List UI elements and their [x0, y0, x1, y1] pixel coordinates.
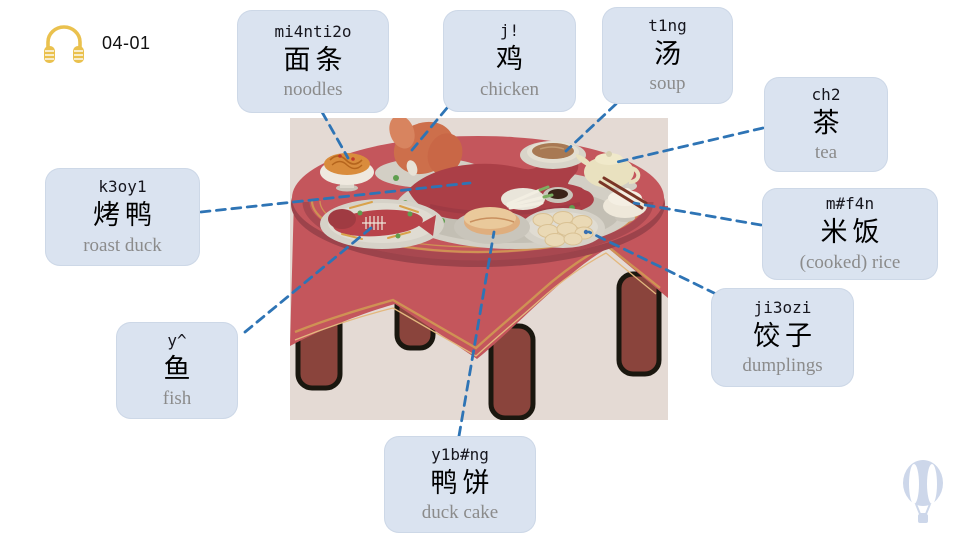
- english-text: fish: [162, 388, 192, 410]
- hot-air-balloon-icon: [903, 460, 943, 523]
- pinyin-text: y^: [167, 330, 187, 350]
- audio-track-label: 04-01: [102, 32, 151, 53]
- fish-plate: [320, 199, 444, 249]
- hanzi-text: 汤: [654, 38, 686, 70]
- english-text: dumplings: [742, 355, 823, 377]
- hanzi-text: 米饭: [820, 217, 885, 249]
- pinyin-text: j!: [499, 21, 520, 41]
- label-bubble-fish: y^ 鱼 fish: [116, 322, 238, 419]
- spring-onion-dish: [501, 185, 554, 210]
- audio-badge: 04-01: [40, 20, 151, 66]
- soy-sauce-dish: [543, 187, 573, 203]
- pinyin-text: mi4nti2o: [274, 21, 352, 41]
- english-text: tea: [814, 142, 838, 164]
- hanzi-text: 面条: [283, 44, 348, 76]
- hanzi-text: 烤鸭: [93, 200, 157, 232]
- hanzi-text: 茶: [812, 107, 845, 139]
- hanzi-text: 鸡: [496, 44, 528, 76]
- label-bubble-rice: m#f4n 米饭 (cooked) rice: [762, 188, 938, 280]
- dumpling-plate: [521, 208, 605, 248]
- banquet-table-illustration: [290, 118, 668, 420]
- hanzi-text: 鸭饼: [430, 467, 495, 499]
- pinyin-text: m#f4n: [825, 194, 875, 214]
- duck-cake-plate: [454, 207, 530, 244]
- english-text: roast duck: [83, 234, 162, 256]
- fish-bones: [362, 216, 386, 230]
- label-bubble-roast-duck: k3oy1 烤鸭 roast duck: [45, 168, 200, 266]
- english-text: soup: [649, 73, 686, 95]
- english-text: duck cake: [421, 502, 499, 524]
- english-text: noodles: [283, 79, 343, 101]
- pinyin-text: ji3ozi: [753, 297, 812, 317]
- hanzi-text: 饺子: [753, 320, 817, 352]
- english-text: (cooked) rice: [799, 251, 901, 273]
- pinyin-text: k3oy1: [98, 177, 147, 197]
- label-bubble-tea: ch2 茶 tea: [764, 77, 888, 172]
- headphones-icon[interactable]: [40, 20, 88, 66]
- pinyin-text: ch2: [811, 84, 841, 104]
- pinyin-text: y1b#ng: [431, 444, 489, 464]
- pinyin-text: t1ng: [648, 15, 687, 35]
- label-bubble-soup: t1ng 汤 soup: [602, 7, 733, 104]
- label-bubble-dumplings: ji3ozi 饺子 dumplings: [711, 288, 854, 387]
- label-bubble-chicken: j! 鸡 chicken: [443, 10, 576, 112]
- hanzi-text: 鱼: [163, 353, 196, 385]
- english-text: chicken: [479, 78, 540, 100]
- label-bubble-duck-cake: y1b#ng 鸭饼 duck cake: [384, 436, 536, 533]
- label-bubble-noodles: mi4nti2o 面条 noodles: [237, 10, 389, 113]
